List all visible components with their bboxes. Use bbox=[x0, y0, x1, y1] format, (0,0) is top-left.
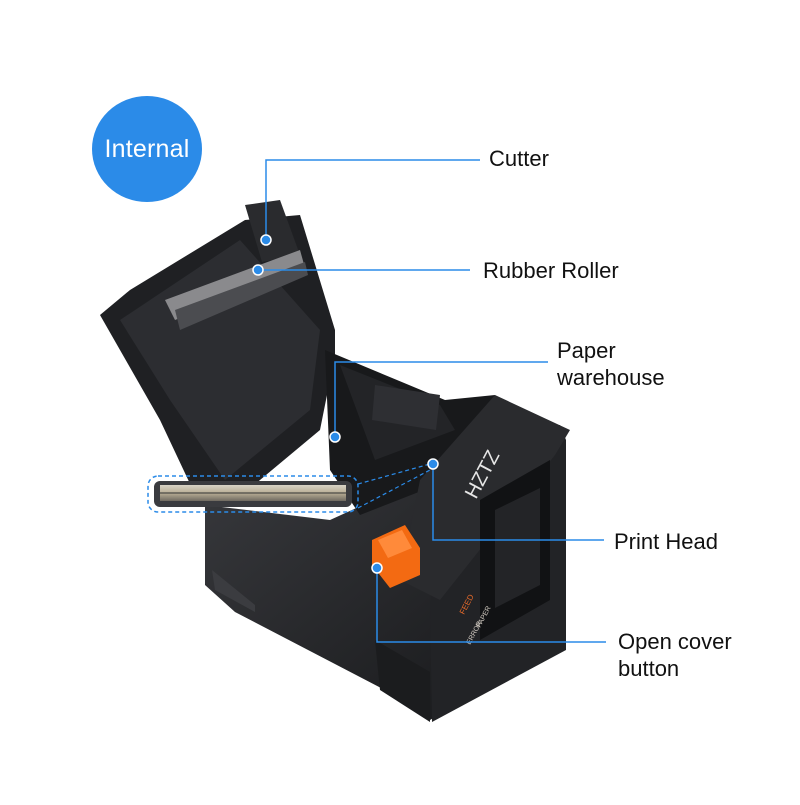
button-leader-line bbox=[376, 568, 606, 643]
paper-warehouse-line2: warehouse bbox=[557, 365, 665, 390]
printer-lid bbox=[100, 200, 335, 505]
leader-dots bbox=[252, 234, 439, 574]
cutter-dot bbox=[260, 234, 272, 246]
warehouse-leader-line bbox=[334, 361, 548, 437]
open-cover-button-shape bbox=[372, 525, 420, 588]
paper-warehouse-line1: Paper bbox=[557, 338, 616, 363]
cutter-leader-line bbox=[265, 159, 480, 240]
roller-dot bbox=[252, 264, 264, 276]
rubber-roller-label: Rubber Roller bbox=[483, 258, 619, 283]
button-dot bbox=[371, 562, 383, 574]
open-cover-line1: Open cover bbox=[618, 629, 732, 654]
leader-lines bbox=[258, 159, 606, 643]
paper-warehouse-label: Paper warehouse bbox=[557, 337, 665, 391]
open-cover-line2: button bbox=[618, 656, 680, 681]
open-cover-button-label: Open cover button bbox=[618, 628, 732, 682]
cutter-label: Cutter bbox=[489, 146, 549, 171]
print-head-label: Print Head bbox=[614, 529, 718, 554]
printhead-leader-line bbox=[432, 464, 604, 541]
printhead-dot bbox=[427, 458, 439, 470]
internal-badge: Internal bbox=[92, 96, 202, 202]
print-head-inset bbox=[147, 463, 431, 513]
printer-front-housing bbox=[400, 395, 570, 640]
warehouse-dot bbox=[329, 431, 341, 443]
